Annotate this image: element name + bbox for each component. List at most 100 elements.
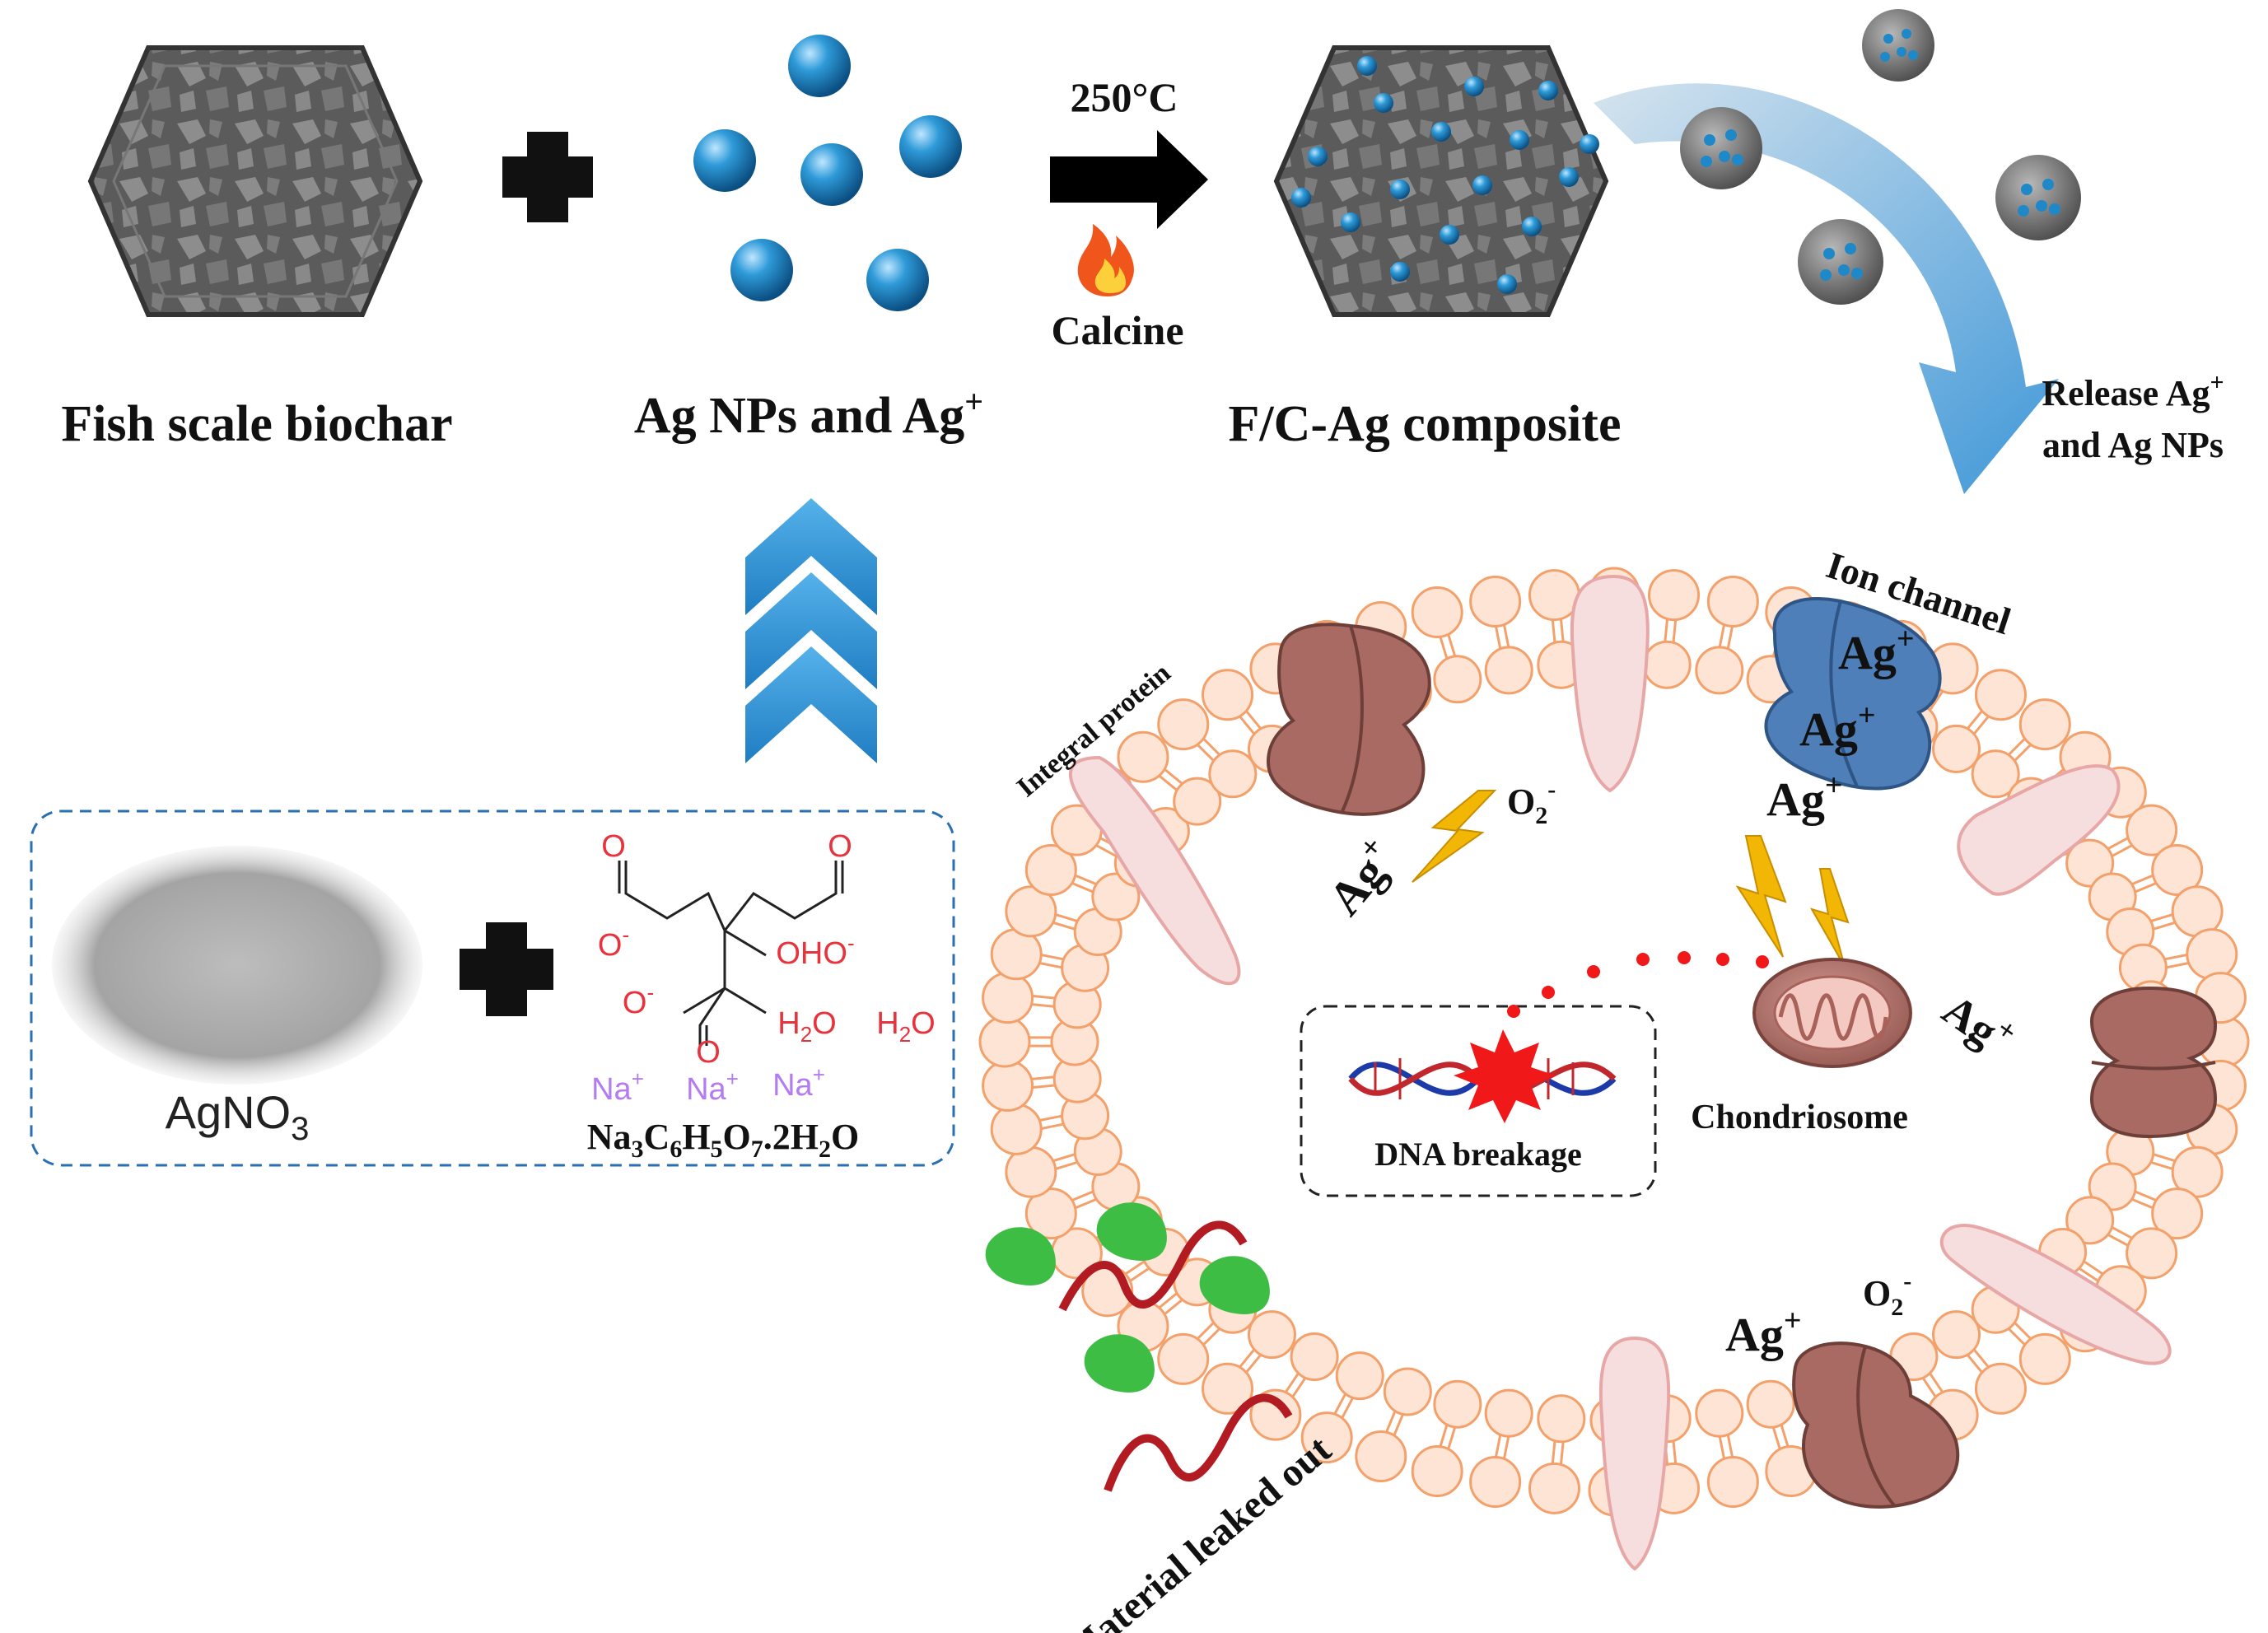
calcine-label: Calcine [1051,307,1183,353]
lipid-head [2126,804,2178,856]
citrate-formula: Na3C6H5O7.2H2O [587,1117,860,1163]
leak-label: Material leaked out [1057,1427,1339,1633]
lipid-head [1706,575,1759,628]
flame-icon [1077,224,1134,296]
agno3-powder [52,846,422,1085]
ros-dots [1507,951,1769,1018]
lipid-head [1537,1394,1586,1444]
lipid-head [1746,1379,1795,1429]
lipid-head [1355,1430,1407,1483]
lipid-head [1469,575,1522,628]
lipid-head [1971,749,2020,799]
lipid-head [1117,730,1169,783]
plus-icon [460,922,553,1016]
lipid-head [1974,669,2027,721]
lipid-head [990,1103,1043,1155]
lipid-head [1335,1351,1384,1401]
ag-ion-label: Ag+ [1766,768,1843,826]
dna-break-burst [1454,1029,1556,1123]
lipid-head [978,1015,1031,1068]
lipid-head [1208,749,1258,799]
ag-ion-label: Ag+ [1934,981,2023,1066]
lipid-head [2018,698,2071,751]
lipid-head [1469,1456,1522,1509]
lipid-head [1642,640,1692,689]
lipid-head [982,1059,1034,1112]
lipid-head [1484,646,1533,695]
lightning-icon [1412,790,1497,883]
composite-hexagon [1273,45,1609,317]
lipid-head [1411,1445,1463,1498]
integral-proteins [1068,574,2172,1571]
lipid-head [1024,1187,1077,1240]
lipid-head [1202,1362,1254,1415]
lipid-head [1484,1388,1533,1438]
svg-text:H2O: H2O [876,1006,935,1047]
ag-ion-label: Ag+ [1799,698,1876,756]
svg-text:OHO-: OHO- [776,931,854,971]
composite-label: F/C-Ag composite [1229,396,1622,452]
lipid-head [1005,885,1057,938]
svg-text:O: O [696,1035,721,1070]
dna-icon [1348,1029,1617,1123]
svg-text:Na+: Na+ [591,1066,644,1107]
ag-nanoparticles [693,35,962,311]
agno3-label: AgNO3 [166,1086,310,1147]
sodium-ions: Na+ Na+ Na+ [591,1062,825,1107]
lipid-head [1695,1388,1744,1438]
lipid-head [1974,1362,2027,1415]
svg-text:Na+: Na+ [772,1062,825,1103]
temperature-label: 250°C [1070,74,1178,120]
heat-arrow [1050,130,1208,229]
lipid-head [1157,1332,1210,1385]
release-label: Release Ag+ [2042,369,2224,413]
release-arrow [1594,83,2059,494]
lipid-head [1932,724,1981,773]
lipid-head [1706,1456,1759,1509]
svg-text:O-: O- [623,980,654,1020]
dna-breakage-label: DNA breakage [1374,1136,1581,1173]
lipid-head [2151,1187,2204,1240]
lipid-head [1695,646,1744,695]
leaked-material [985,1202,1293,1492]
biochar-hexagon [87,45,423,317]
citrate-atoms: O O O- OHO- O- O H2O H2O [598,829,936,1070]
channel-protein [1792,1341,1960,1509]
biochar-label: Fish scale biochar [61,396,452,452]
superoxide-label: O2- [1507,776,1556,829]
lipid-head [2088,1162,2137,1211]
ag-ion-label: Ag+ [1838,622,1915,679]
ag-ion-label: Ag+ [1314,829,1407,925]
lipid-head [1202,669,1254,721]
released-particles [1680,9,2081,305]
lipid-head [1383,1367,1432,1416]
lipid-head [2171,1145,2224,1198]
lipid-head [1433,655,1482,704]
citrate-structure [618,861,844,1046]
lipid-head [2065,1196,2115,1245]
lipid-head [2018,1332,2071,1385]
lipid-head [1249,1388,1302,1441]
lipid-head [1433,1379,1482,1429]
lipid-head [2126,1227,2178,1280]
lipid-head [1411,586,1463,638]
plus-icon [502,132,593,222]
svg-text:H2O: H2O [777,1006,836,1047]
channel-protein [1266,623,1431,816]
lipid-head [1247,1310,1296,1360]
lipid-head [982,972,1034,1024]
chondriosome-label: Chondriosome [1691,1099,1908,1136]
lipid-head [1173,777,1222,826]
superoxide-label: O2- [1863,1267,1911,1321]
chevron-up-icon [745,498,877,763]
svg-text:O: O [601,829,626,864]
release-label-line2: and Ag NPs [2042,425,2224,465]
lipid-head [1091,872,1141,921]
lipid-head [1932,1310,1981,1360]
lipid-head [2065,838,2115,888]
lightning-icon [1735,835,1850,968]
agnps-label: Ag NPs and Ag+ [634,383,983,444]
lipid-head [1300,1411,1353,1464]
lipid-head [2151,843,2204,896]
svg-text:O-: O- [598,922,629,963]
